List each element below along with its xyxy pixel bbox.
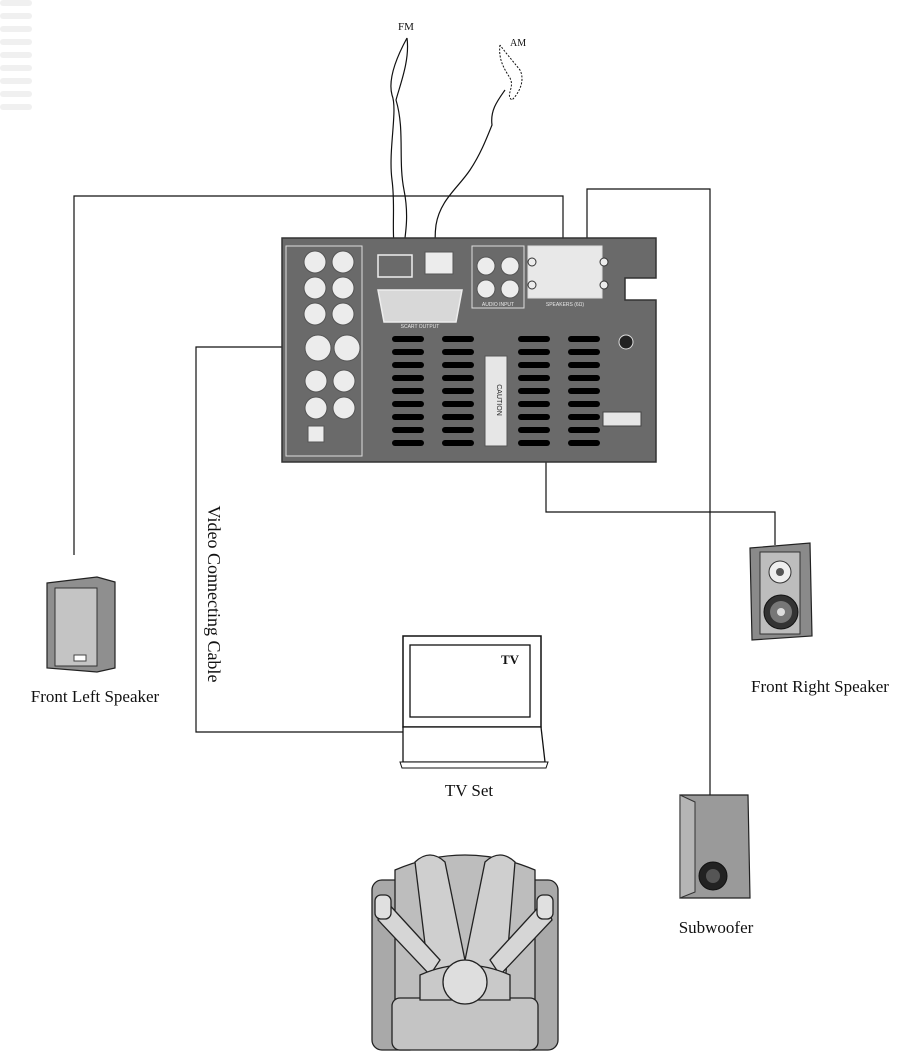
optical-jack (307, 425, 325, 443)
audio-input-label: AUDIO INPUT (482, 302, 514, 308)
subwoofer-wire (586, 188, 711, 795)
power-socket (618, 334, 634, 350)
front-left-speaker-label: Front Left Speaker (31, 687, 160, 706)
rear-panel: SCART OUTPUT AUDIO INPUT SPEAKERS (6Ω) (0, 0, 657, 463)
output-jacks (303, 250, 361, 420)
subwoofer-label: Subwoofer (679, 918, 754, 937)
caution-sticker (484, 355, 508, 447)
am-antenna: AM (434, 38, 526, 263)
listener-armchair (371, 854, 559, 1051)
speaker-terminal-block (527, 245, 603, 299)
front-right-speaker-label: Front Right Speaker (751, 677, 889, 696)
subwoofer (679, 794, 751, 899)
tv-set: TV (399, 635, 549, 769)
fm-antenna-label: FM (398, 21, 414, 33)
front-right-speaker (749, 542, 813, 641)
tv-set-label: TV Set (445, 781, 494, 800)
speaker-terminal-label: SPEAKERS (6Ω) (546, 302, 585, 308)
caution-label: CAUTION (495, 384, 502, 416)
video-connecting-cable (195, 346, 403, 733)
front-left-speaker (46, 576, 116, 673)
rating-plate (602, 411, 642, 427)
tv-screen-label: TV (501, 652, 520, 667)
tv-screen (409, 644, 531, 718)
scart-output-label: SCART OUTPUT (401, 324, 440, 330)
audio-input-jacks (476, 256, 520, 299)
vent-slots (0, 0, 32, 110)
am-antenna-label: AM (510, 38, 526, 49)
video-cable-label: Video Connecting Cable (204, 506, 224, 683)
scart-connector (377, 289, 463, 323)
output-jack-group (285, 245, 363, 457)
fm-antenna: FM (390, 21, 414, 263)
